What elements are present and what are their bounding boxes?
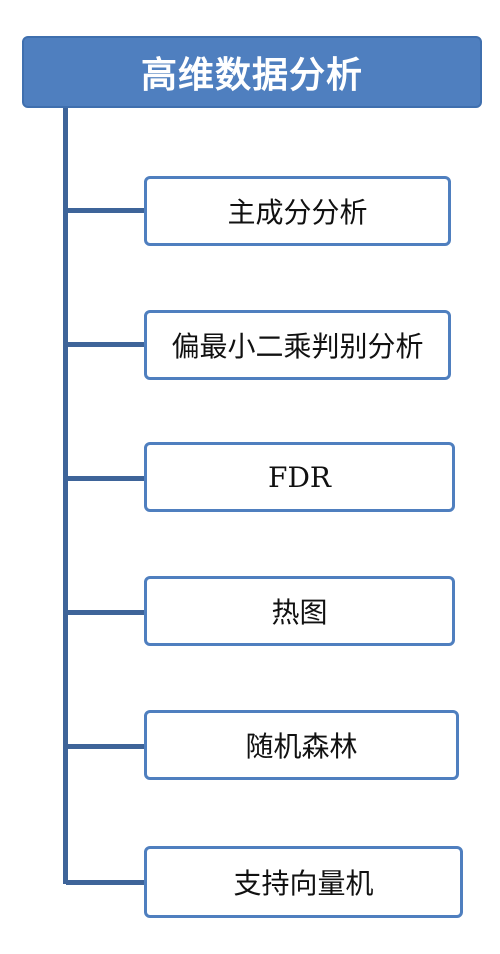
root-node-label: 高维数据分析: [140, 55, 363, 96]
connector-branch: [66, 744, 146, 749]
connector-branch: [66, 208, 146, 213]
child-node: 主成分分析: [144, 176, 451, 246]
child-node: 热图: [144, 576, 455, 646]
child-node: FDR: [144, 442, 455, 512]
child-node-label: 主成分分析: [227, 196, 368, 229]
child-node-label: FDR: [268, 460, 331, 494]
child-node: 偏最小二乘判别分析: [144, 310, 451, 380]
connector-branch: [66, 476, 146, 481]
connector-trunk: [63, 108, 68, 884]
root-node: 高维数据分析: [22, 36, 482, 108]
child-node: 支持向量机: [144, 846, 463, 918]
connector-branch: [66, 610, 146, 615]
child-node-label: 偏最小二乘判别分析: [171, 330, 424, 363]
child-node-label: 随机森林: [245, 730, 358, 763]
connector-branch: [66, 880, 146, 885]
child-node-label: 支持向量机: [233, 867, 374, 900]
child-node-label: 热图: [271, 596, 328, 629]
child-node: 随机森林: [144, 710, 459, 780]
connector-branch: [66, 342, 146, 347]
